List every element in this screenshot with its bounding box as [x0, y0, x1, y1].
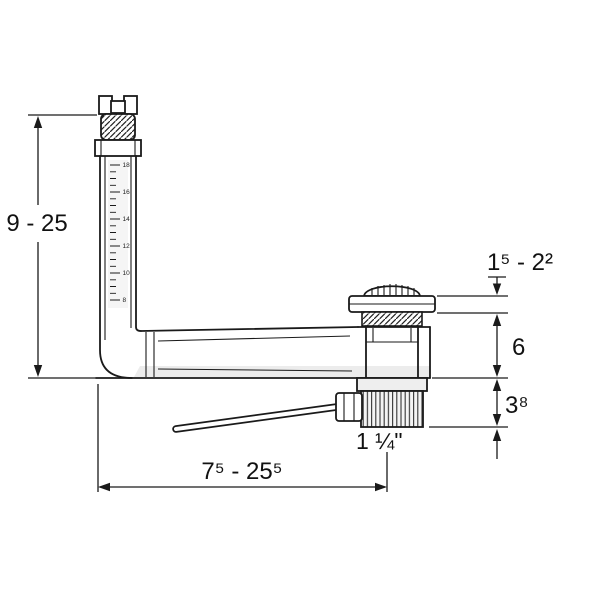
- horizontal-body: [95, 326, 431, 379]
- dimension-label-body-depth: 6: [512, 334, 525, 361]
- tube-wall-right: [135, 155, 142, 332]
- gauge-major-ticks: [110, 164, 120, 301]
- body-top-edge: [140, 326, 359, 332]
- arrowhead-down-icon: [492, 365, 502, 377]
- dimension-label-tailpiece: 3⁸: [505, 392, 528, 419]
- gauge-minor-ticks: [110, 171, 116, 294]
- arrowhead-up-icon: [492, 429, 502, 441]
- arrowhead-up-icon: [492, 314, 502, 326]
- arrowhead-left-icon: [98, 482, 110, 492]
- collar-ring: [94, 139, 142, 157]
- arrowhead-up-icon: [33, 116, 43, 128]
- standpipe-assembly: 18 16 14 12 10 8: [94, 95, 142, 379]
- knurled-cap: [100, 113, 136, 141]
- tailpiece-ring: [356, 377, 428, 392]
- dimension-outlet-size: 1 ¼": [356, 428, 502, 459]
- strainer-dome-ribs: [371, 284, 415, 295]
- dimension-tailpiece-height: 3⁸: [429, 379, 528, 428]
- gauge-label: 8: [123, 297, 127, 304]
- body-taper-line-top: [157, 335, 351, 342]
- gauge-strip: [108, 160, 128, 308]
- gauge-label: 16: [123, 189, 131, 196]
- gauge-label: 10: [123, 270, 131, 277]
- tailpiece-knurled-nut: [360, 390, 424, 428]
- dimension-body-depth: 6: [432, 312, 525, 379]
- dimension-label-top-adjust: 1⁵ - 2²: [487, 249, 553, 276]
- lever-ball-joint-nut: [335, 392, 363, 422]
- body-shading: [134, 366, 430, 377]
- gauge-label: 12: [123, 243, 131, 250]
- arrowhead-up-icon: [492, 379, 502, 391]
- dimension-height-range: 9 - 25: [6, 114, 97, 379]
- dimension-label-reach: 7⁵ - 25⁵: [201, 458, 282, 485]
- dimension-label-outlet: 1 ¼": [356, 428, 403, 454]
- arrowhead-right-icon: [375, 482, 387, 492]
- arrowhead-down-icon: [33, 365, 43, 377]
- dimension-reach-range: 7⁵ - 25⁵: [97, 384, 388, 492]
- dimension-top-adjust: 1⁵ - 2²: [437, 249, 553, 297]
- drain-valve-assembly: [348, 284, 436, 428]
- gauge-scale: 18 16 14 12 10 8: [110, 162, 130, 304]
- gauge-label: 18: [123, 162, 131, 169]
- top-clamp-right: [123, 95, 138, 115]
- arrowhead-down-icon: [492, 283, 502, 295]
- lever-rod-fill: [174, 404, 346, 431]
- pop-up-lever: [172, 392, 363, 433]
- dimension-label-height: 9 - 25: [6, 210, 67, 237]
- seal-gasket: [361, 311, 423, 327]
- top-clamp-center: [110, 100, 126, 114]
- gauge-label: 14: [123, 216, 131, 223]
- body-taper-line-bottom: [157, 368, 353, 372]
- top-clamp-left: [98, 95, 113, 115]
- arrowhead-down-icon: [492, 414, 502, 426]
